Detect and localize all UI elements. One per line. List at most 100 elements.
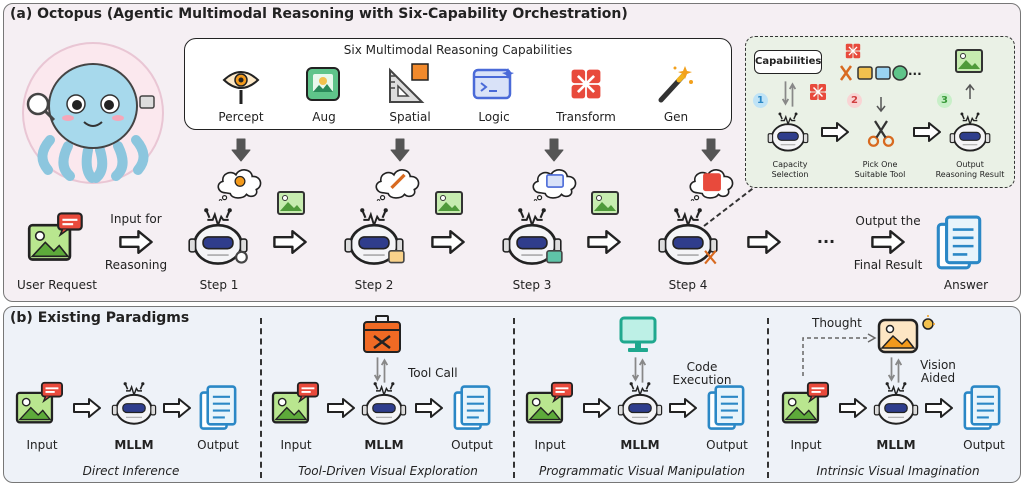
bidirectional-arrow-icon [632, 356, 646, 384]
flow-arrow-icon [326, 398, 356, 418]
flow-arrow-icon [746, 230, 782, 254]
mllm-robot-icon [872, 382, 920, 427]
output-document-icon [198, 384, 238, 432]
answer-document-icon [934, 214, 984, 272]
flow-arrow-icon [912, 122, 942, 142]
zoom-dashed-line [703, 185, 757, 227]
capability-label-gen: Gen [663, 110, 689, 124]
tool-options-icon [839, 65, 908, 81]
flow-arrow-icon [118, 230, 154, 254]
panel-a-title: (a) Octopus (Agentic Multimodal Reasonin… [10, 6, 628, 22]
output-the-label: Output the [855, 214, 921, 228]
paradigm-name-direct-inference: Direct Inference [82, 464, 180, 478]
flow-arrow-icon [430, 230, 466, 254]
paradigm-name-programmatic: Programmatic Visual Manipulation [538, 464, 746, 478]
input-label: Input [534, 438, 566, 452]
final-result-label: Final Result [853, 258, 923, 272]
mllm-robot-icon [616, 382, 664, 427]
flow-arrow-icon [924, 398, 954, 418]
flow-arrow-icon [582, 398, 612, 418]
capabilities-tag: Capabilities [754, 50, 822, 74]
section-divider [513, 318, 515, 478]
flow-arrow-icon [162, 398, 192, 418]
mllm-label: MLLM [364, 438, 404, 452]
agent-robot-icon [656, 208, 720, 268]
capabilities-title: Six Multimodal Reasoning Capabilities [343, 43, 573, 57]
input-label: Input [280, 438, 312, 452]
down-arrow-icon [876, 97, 886, 113]
octopus-mascot-icon [22, 42, 164, 184]
bidirectional-arrow-icon [374, 356, 388, 384]
panel-existing-paradigms [3, 306, 1021, 483]
input-image-icon [524, 380, 576, 426]
capabilities-panel [184, 38, 732, 130]
agent-robot-icon [500, 208, 563, 268]
thought-cloud-icon [686, 164, 738, 202]
capability-label-spatial: Spatial [389, 110, 431, 124]
intermediate-image-icon [434, 190, 464, 216]
magic-wand-icon [658, 66, 693, 103]
step-3-label: Step 3 [512, 278, 552, 292]
answer-label: Answer [943, 278, 989, 292]
flow-arrow-icon [586, 230, 622, 254]
flow-arrow-icon [668, 398, 698, 418]
output-label: Output [197, 438, 239, 452]
computer-monitor-icon [619, 316, 657, 352]
thought-cloud-icon [214, 164, 266, 202]
step-1-label: Step 1 [199, 278, 239, 292]
output-document-icon [706, 384, 746, 432]
ellipsis-label: ... [816, 228, 836, 247]
flow-arrow-icon [272, 230, 308, 254]
panel-b-title: (b) Existing Paradigms [10, 310, 190, 326]
capability-label-aug: Aug [312, 110, 336, 124]
bidirectional-arrow-icon [888, 356, 902, 384]
up-arrow-icon [965, 83, 975, 99]
stage-number-3: 3 [937, 93, 952, 108]
section-divider [767, 318, 769, 478]
input-image-icon [780, 380, 832, 426]
output-document-icon [452, 384, 492, 432]
flow-arrow-icon [72, 398, 102, 418]
vision-label: Vision [920, 358, 956, 372]
thought-dashed-arrow [802, 333, 877, 376]
stage1-label-1: Capacity [772, 160, 808, 169]
stage2-label-2: Suitable Tool [854, 170, 906, 179]
transform-tool-icon [842, 42, 864, 60]
mllm-robot-icon [110, 382, 158, 427]
flow-arrow-icon [414, 398, 444, 418]
step-4-label: Step 4 [668, 278, 708, 292]
output-image-icon [954, 48, 984, 74]
ruler-triangle-icon [389, 63, 429, 103]
section-divider [260, 318, 262, 478]
output-label: Output [963, 438, 1005, 452]
intermediate-image-icon [590, 190, 620, 216]
capability-label-transform: Transform [556, 110, 616, 124]
stage3-label-1: Output [956, 160, 984, 169]
agent-robot-icon [342, 208, 405, 268]
agent-robot-icon [766, 112, 810, 154]
down-arrow-icon [701, 138, 721, 162]
stage2-label-1: Pick One [862, 160, 898, 169]
down-arrow-icon [544, 138, 564, 162]
agent-robot-icon [186, 208, 250, 268]
step-2-label: Step 2 [354, 278, 394, 292]
input-label: Input [26, 438, 58, 452]
capability-label-logic: Logic [478, 110, 510, 124]
capability-label-percept: Percept [218, 110, 264, 124]
input-image-icon [14, 380, 66, 426]
mllm-robot-icon [360, 382, 408, 427]
eye-magnifier-icon [222, 71, 260, 104]
agent-robot-icon [948, 112, 992, 154]
paradigm-name-intrinsic: Intrinsic Visual Imagination [816, 464, 980, 478]
down-arrow-icon [390, 138, 410, 162]
tool-call-label: Tool Call [408, 366, 458, 380]
input-image-icon [270, 380, 322, 426]
mllm-label: MLLM [620, 438, 660, 452]
stage-number-2: 2 [847, 93, 862, 108]
down-arrow-icon [231, 138, 251, 162]
output-label: Output [451, 438, 493, 452]
reasoning-label: Reasoning [104, 258, 168, 272]
tool-ellipsis: ... [908, 64, 922, 78]
stage1-label-2: Selection [771, 170, 809, 179]
output-document-icon [962, 384, 1002, 432]
